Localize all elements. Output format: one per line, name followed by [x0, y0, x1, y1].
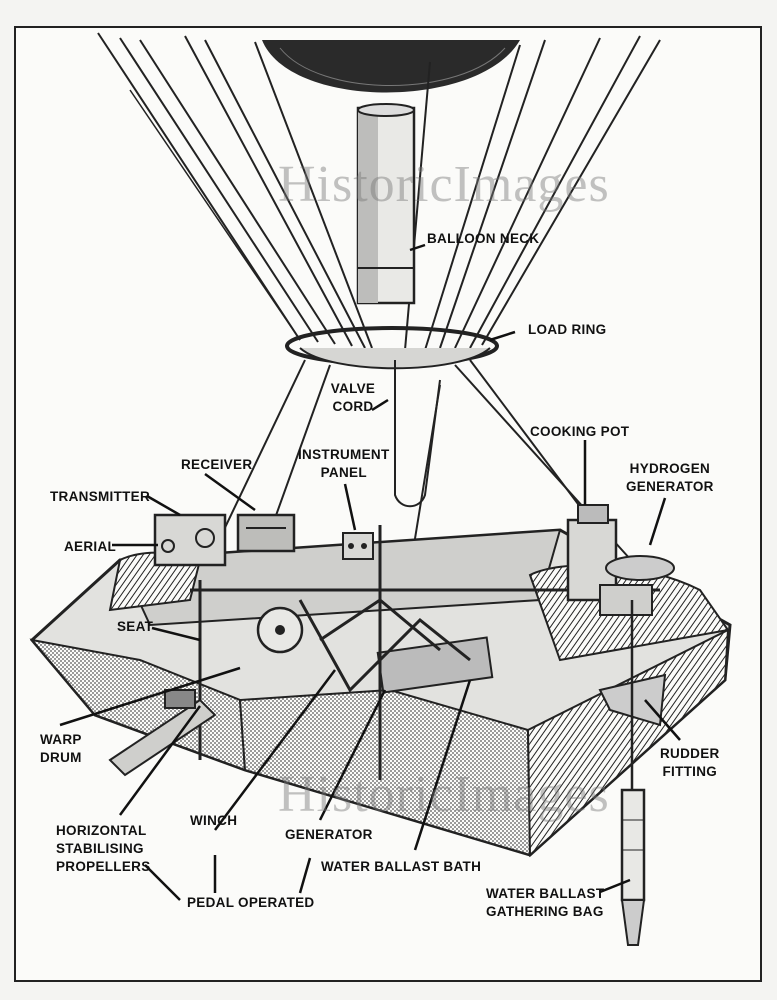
balloon-neck [356, 103, 416, 305]
winch-wheel [256, 606, 304, 654]
label-aerial: AERIAL [64, 539, 117, 554]
propeller [108, 689, 217, 777]
label-transmitter: TRANSMITTER [50, 489, 151, 504]
load-ring [285, 326, 499, 370]
balloon-envelope [262, 40, 520, 93]
rudder-fitting [598, 600, 667, 790]
water-ballast-bag [620, 788, 646, 946]
gondola-hull [29, 525, 732, 858]
label-water-ballast-bath: WATER BALLAST BATH [321, 859, 482, 874]
label-generator: GENERATOR [285, 827, 373, 842]
label-balloon-neck: BALLOON NECK [427, 231, 540, 246]
rigging-lines [97, 32, 661, 351]
watermark-bottom: HistoricImages [278, 766, 610, 823]
leader-lines [59, 243, 681, 901]
label-winch: WINCH [190, 813, 238, 828]
watermark-top: HistoricImages [278, 156, 610, 213]
label-load-ring: LOAD RING [528, 322, 607, 337]
cooking-pot-hydrogen-generator [566, 504, 675, 616]
label-cooking-pot: COOKING POT [530, 424, 630, 439]
label-seat: SEAT [117, 619, 154, 634]
label-receiver: RECEIVER [181, 457, 253, 472]
instrument-panel [342, 532, 374, 560]
pedal-frame [298, 598, 471, 693]
transmitter-box [153, 513, 227, 567]
label-pedal-operated: PEDAL OPERATED [187, 895, 315, 910]
receiver-box [236, 513, 296, 553]
